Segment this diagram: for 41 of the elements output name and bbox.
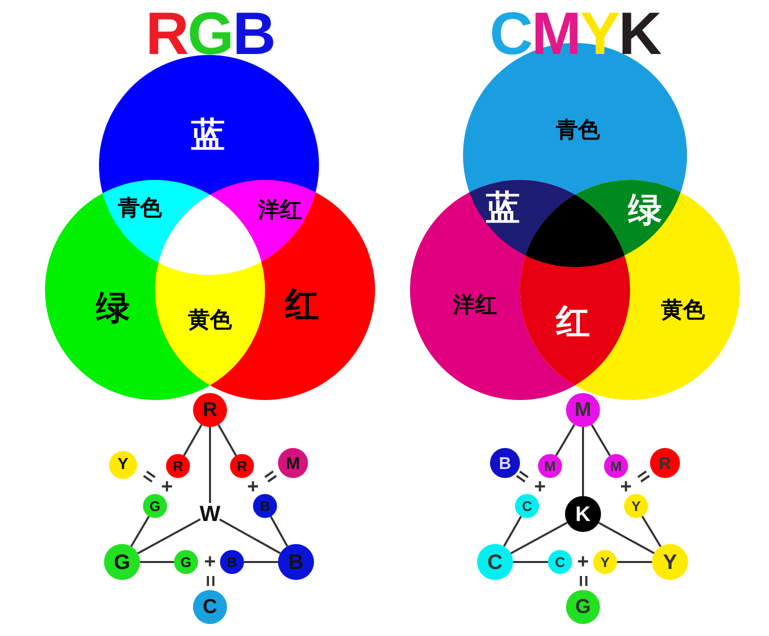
connector-line [510,522,568,554]
region-label: 青色 [556,119,600,141]
connector-line [590,424,611,456]
region-label: 绿 [628,193,662,227]
connector-line [503,516,522,547]
operator-sign: + [247,477,259,497]
mix-label: W [199,503,221,525]
region-label: 洋红 [453,294,497,316]
operator-sign: + [577,552,589,572]
connector-line [244,561,278,563]
heading: RGB [146,4,274,64]
region-label: 绿 [96,291,130,325]
connector-line [218,424,237,456]
operator-sign: + [161,477,173,497]
connector-line [513,561,548,563]
operator-sign: = [200,575,220,587]
connector-line [598,522,655,554]
connector-line [270,516,288,547]
connector-line [582,427,584,496]
region-label: 红 [556,305,590,339]
operator-sign: = [138,465,160,489]
connector-line [555,424,576,456]
operator-sign: = [573,575,593,587]
region-label: 洋红 [258,199,302,221]
region-label: 黄色 [661,299,705,321]
region-label: 红 [285,288,319,322]
operator-sign: + [534,477,546,497]
connector-line [219,518,281,554]
operator-sign: + [620,477,632,497]
region-label: 青色 [118,197,162,219]
connector-line [617,561,652,563]
connector-line [137,518,201,554]
operator-sign: + [204,552,216,572]
connector-line [130,516,150,547]
connector-line [209,427,211,503]
connector-line [140,561,174,563]
region-label: 蓝 [191,118,225,152]
region-label: 蓝 [486,191,520,225]
connector-line [641,516,662,548]
region-label: 黄色 [188,309,232,331]
connector-line [183,424,202,456]
